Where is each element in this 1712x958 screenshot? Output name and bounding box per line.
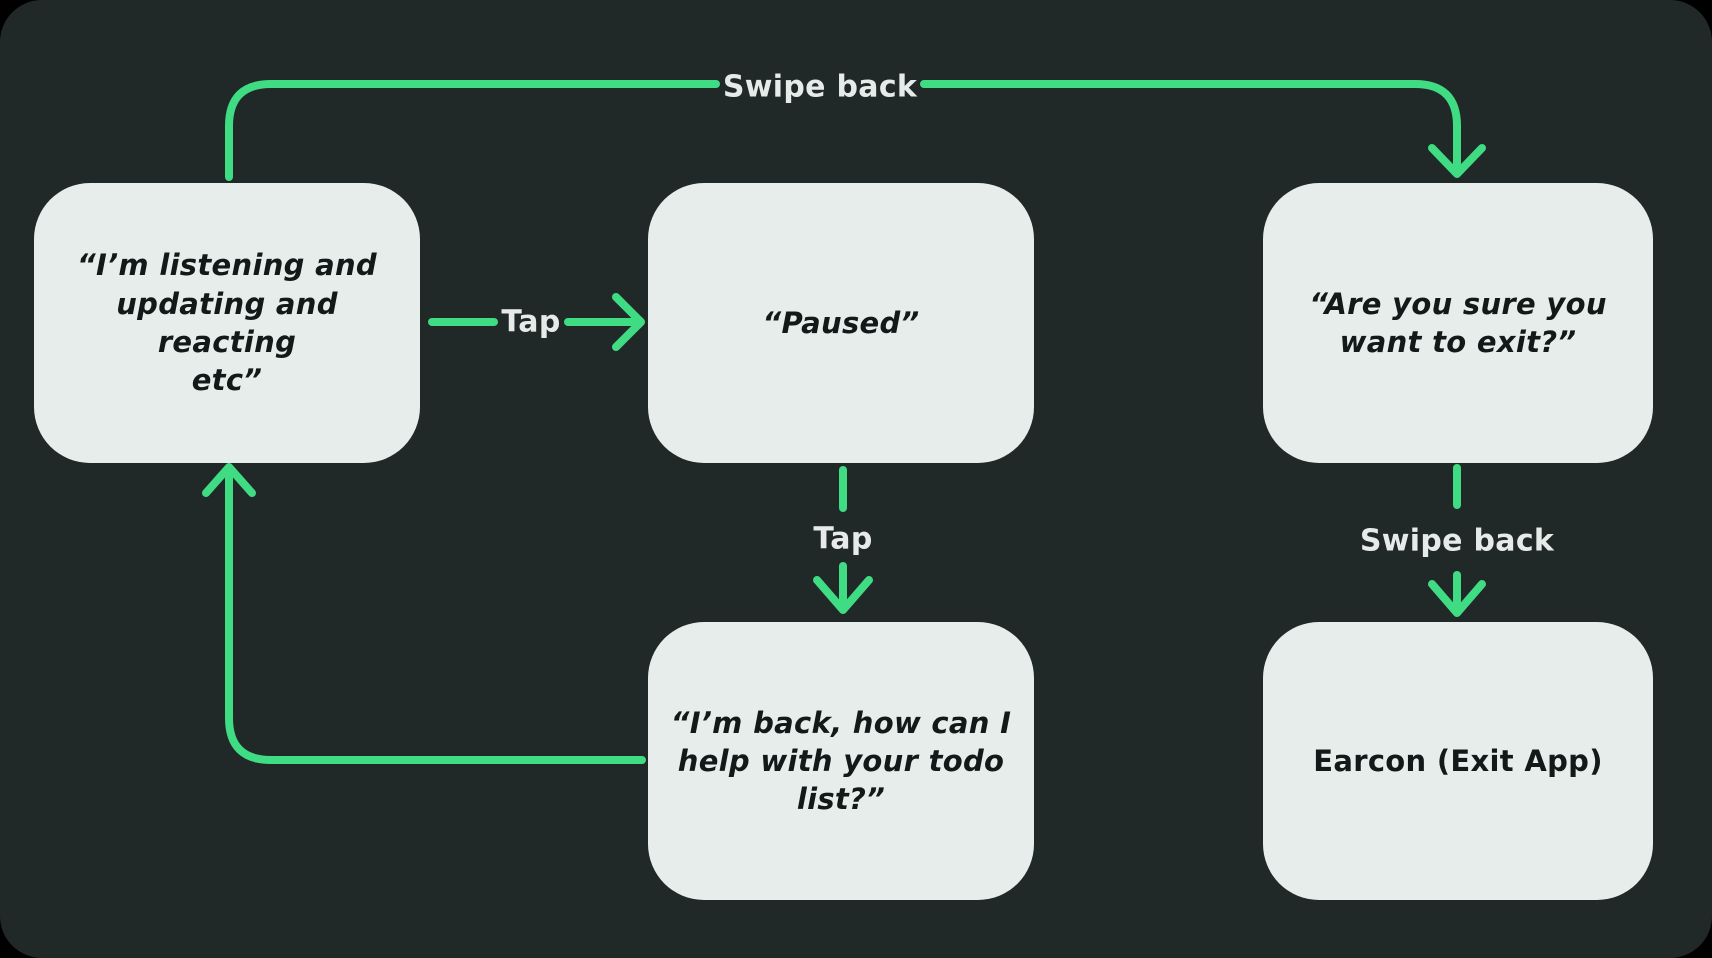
edge-swipe-back-right — [1428, 464, 1486, 617]
node-paused: “Paused” — [648, 183, 1034, 463]
node-back: “I’m back, how can I help with your todo… — [648, 622, 1034, 900]
edge-label-tap-vertical: Tap — [813, 521, 873, 557]
node-listening: “I’m listening and updating and reacting… — [34, 183, 420, 463]
node-earcon: Earcon (Exit App) — [1263, 622, 1653, 900]
node-exit-confirm: “Are you sure you want to exit?” — [1263, 183, 1653, 463]
edge-loop-back — [202, 463, 646, 764]
edge-tap-vertical — [813, 466, 873, 614]
edge-swipe-back-top — [225, 80, 1486, 181]
edge-label-swipe-back-right: Swipe back — [1359, 523, 1555, 559]
edge-label-tap-horizontal: Tap — [501, 304, 561, 340]
edge-tap-horizontal — [428, 293, 645, 351]
edge-label-swipe-back-top: Swipe back — [722, 69, 918, 105]
